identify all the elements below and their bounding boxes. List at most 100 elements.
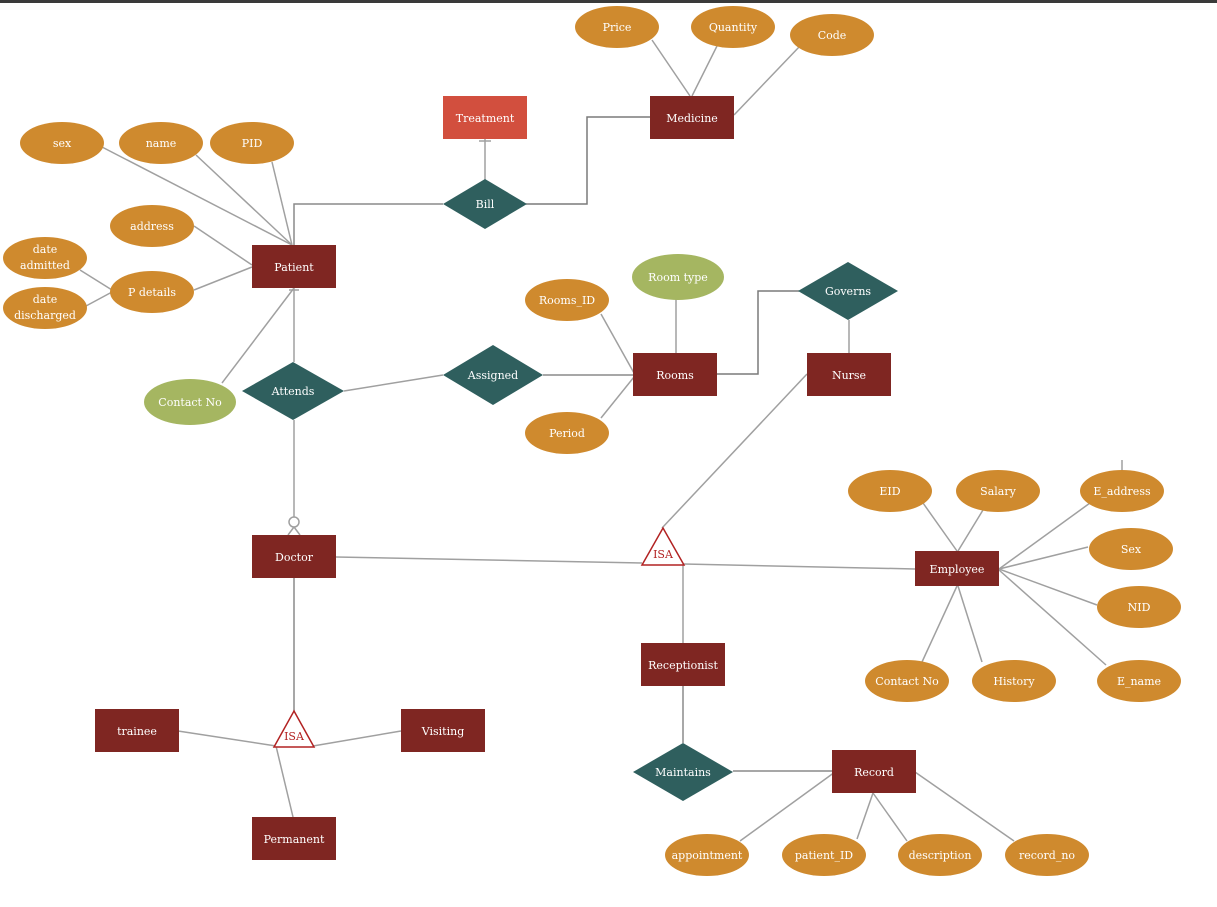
line-ename-employee [998, 569, 1107, 666]
line-roomsid-rooms [600, 313, 635, 374]
entity-permanent[interactable]: Permanent [252, 817, 336, 860]
isa-doctor-triangle[interactable]: ISA [272, 709, 316, 748]
attributes: Price Quantity Code sex name PID address… [3, 6, 1181, 876]
attribute-p-details-label: P details [128, 286, 176, 299]
attribute-sex[interactable]: sex [20, 122, 104, 164]
line-nid-employee [998, 568, 1098, 606]
relationship-assigned[interactable]: Assigned [443, 345, 543, 405]
entity-medicine[interactable]: Medicine [650, 96, 734, 139]
attribute-pid-label: PID [242, 137, 263, 150]
entity-nurse[interactable]: Nurse [807, 353, 891, 396]
entity-patient[interactable]: Patient [252, 245, 336, 288]
attribute-history-label: History [993, 675, 1035, 688]
attribute-date-discharged-label-2: discharged [14, 309, 76, 322]
entity-permanent-label: Permanent [264, 833, 325, 846]
line-appointment-record [739, 771, 836, 842]
attribute-nid[interactable]: NID [1097, 586, 1181, 628]
line-pid-patient [271, 161, 293, 246]
entity-record[interactable]: Record [832, 750, 916, 793]
line-price-medicine [651, 39, 691, 97]
line-eaddress-employee [998, 502, 1091, 570]
entity-rooms[interactable]: Rooms [633, 353, 717, 396]
attribute-employee-sex-label: Sex [1121, 543, 1142, 556]
isa-employee-triangle[interactable]: ISA [640, 526, 686, 566]
entity-trainee[interactable]: trainee [95, 709, 179, 752]
line-sex-patient [101, 146, 293, 246]
attribute-quantity-label: Quantity [709, 21, 758, 34]
line-salary-employee [957, 509, 984, 552]
line-isa-employee [683, 563, 916, 570]
relationship-attends-label: Attends [271, 385, 315, 398]
relationship-maintains[interactable]: Maintains [633, 743, 733, 801]
attribute-name[interactable]: name [119, 122, 203, 164]
attribute-e-address[interactable]: E_address [1080, 470, 1164, 512]
line-contact-patient [221, 287, 295, 384]
entity-trainee-label: trainee [117, 725, 157, 738]
isa-employee-label: ISA [653, 548, 674, 561]
line-contact-employee [921, 585, 958, 663]
entity-employee[interactable]: Employee [915, 551, 999, 586]
attribute-employee-sex[interactable]: Sex [1089, 528, 1173, 570]
line-bill-patient [293, 203, 443, 245]
attribute-contact-no-patient[interactable]: Contact No [144, 379, 236, 425]
line-address-patient [193, 225, 253, 266]
connector-lines [79, 39, 1123, 842]
attribute-patient-id[interactable]: patient_ID [782, 834, 866, 876]
attribute-contact-no-employee[interactable]: Contact No [865, 660, 949, 702]
attribute-e-name-label: E_name [1117, 675, 1161, 688]
line-bill-medicine [526, 116, 650, 205]
relationship-bill[interactable]: Bill [443, 179, 527, 229]
entity-receptionist[interactable]: Receptionist [641, 643, 725, 686]
line-recordno-record [914, 771, 1015, 842]
attribute-address[interactable]: address [110, 205, 194, 247]
attribute-rooms-id[interactable]: Rooms_ID [525, 279, 609, 321]
line-code-medicine [733, 45, 801, 116]
attribute-period[interactable]: Period [525, 412, 609, 454]
attribute-code[interactable]: Code [790, 14, 874, 56]
attribute-p-details[interactable]: P details [110, 271, 194, 313]
attribute-appointment-label: appointment [672, 849, 743, 862]
attribute-price[interactable]: Price [575, 6, 659, 48]
entity-doctor[interactable]: Doctor [252, 535, 336, 578]
attribute-eid-label: EID [879, 485, 900, 498]
line-history-employee [957, 585, 983, 663]
attribute-quantity[interactable]: Quantity [691, 6, 775, 48]
attribute-salary[interactable]: Salary [956, 470, 1040, 512]
line-rooms-governs [717, 290, 799, 375]
line-nurse-isa [661, 373, 808, 529]
attribute-date-discharged[interactable]: date discharged [3, 287, 87, 329]
entity-doctor-label: Doctor [275, 551, 314, 564]
relationship-governs-label: Governs [825, 285, 871, 298]
attribute-room-type[interactable]: Room type [632, 254, 724, 300]
attribute-contact-no-patient-label: Contact No [158, 396, 222, 409]
attribute-eid[interactable]: EID [848, 470, 932, 512]
attribute-sex-label: sex [53, 137, 72, 150]
entity-treatment[interactable]: Treatment [443, 96, 527, 139]
relationship-governs[interactable]: Governs [798, 262, 898, 320]
line-crowfoot-right [293, 526, 301, 536]
attribute-pid[interactable]: PID [210, 122, 294, 164]
attribute-date-discharged-label-1: date [33, 293, 58, 306]
isa-doctor-label: ISA [284, 730, 305, 743]
entity-patient-label: Patient [274, 261, 314, 274]
attribute-description-label: description [909, 849, 972, 862]
line-quantity-medicine [691, 45, 718, 97]
relationship-bill-label: Bill [476, 198, 495, 211]
entity-medicine-label: Medicine [666, 112, 718, 125]
relationship-attends[interactable]: Attends [242, 362, 344, 420]
attribute-e-name[interactable]: E_name [1097, 660, 1181, 702]
attribute-history[interactable]: History [972, 660, 1056, 702]
attribute-period-label: Period [549, 427, 585, 440]
attribute-record-no[interactable]: record_no [1005, 834, 1089, 876]
entity-visiting[interactable]: Visiting [401, 709, 485, 752]
attribute-name-label: name [146, 137, 177, 150]
attribute-description[interactable]: description [898, 834, 982, 876]
relationship-assigned-label: Assigned [467, 369, 518, 382]
attribute-appointment[interactable]: appointment [665, 834, 749, 876]
top-border [0, 0, 1217, 3]
line-isa-permanent [275, 745, 294, 818]
line-dateadmitted-pdetails [79, 269, 113, 291]
attribute-record-no-label: record_no [1019, 849, 1075, 862]
